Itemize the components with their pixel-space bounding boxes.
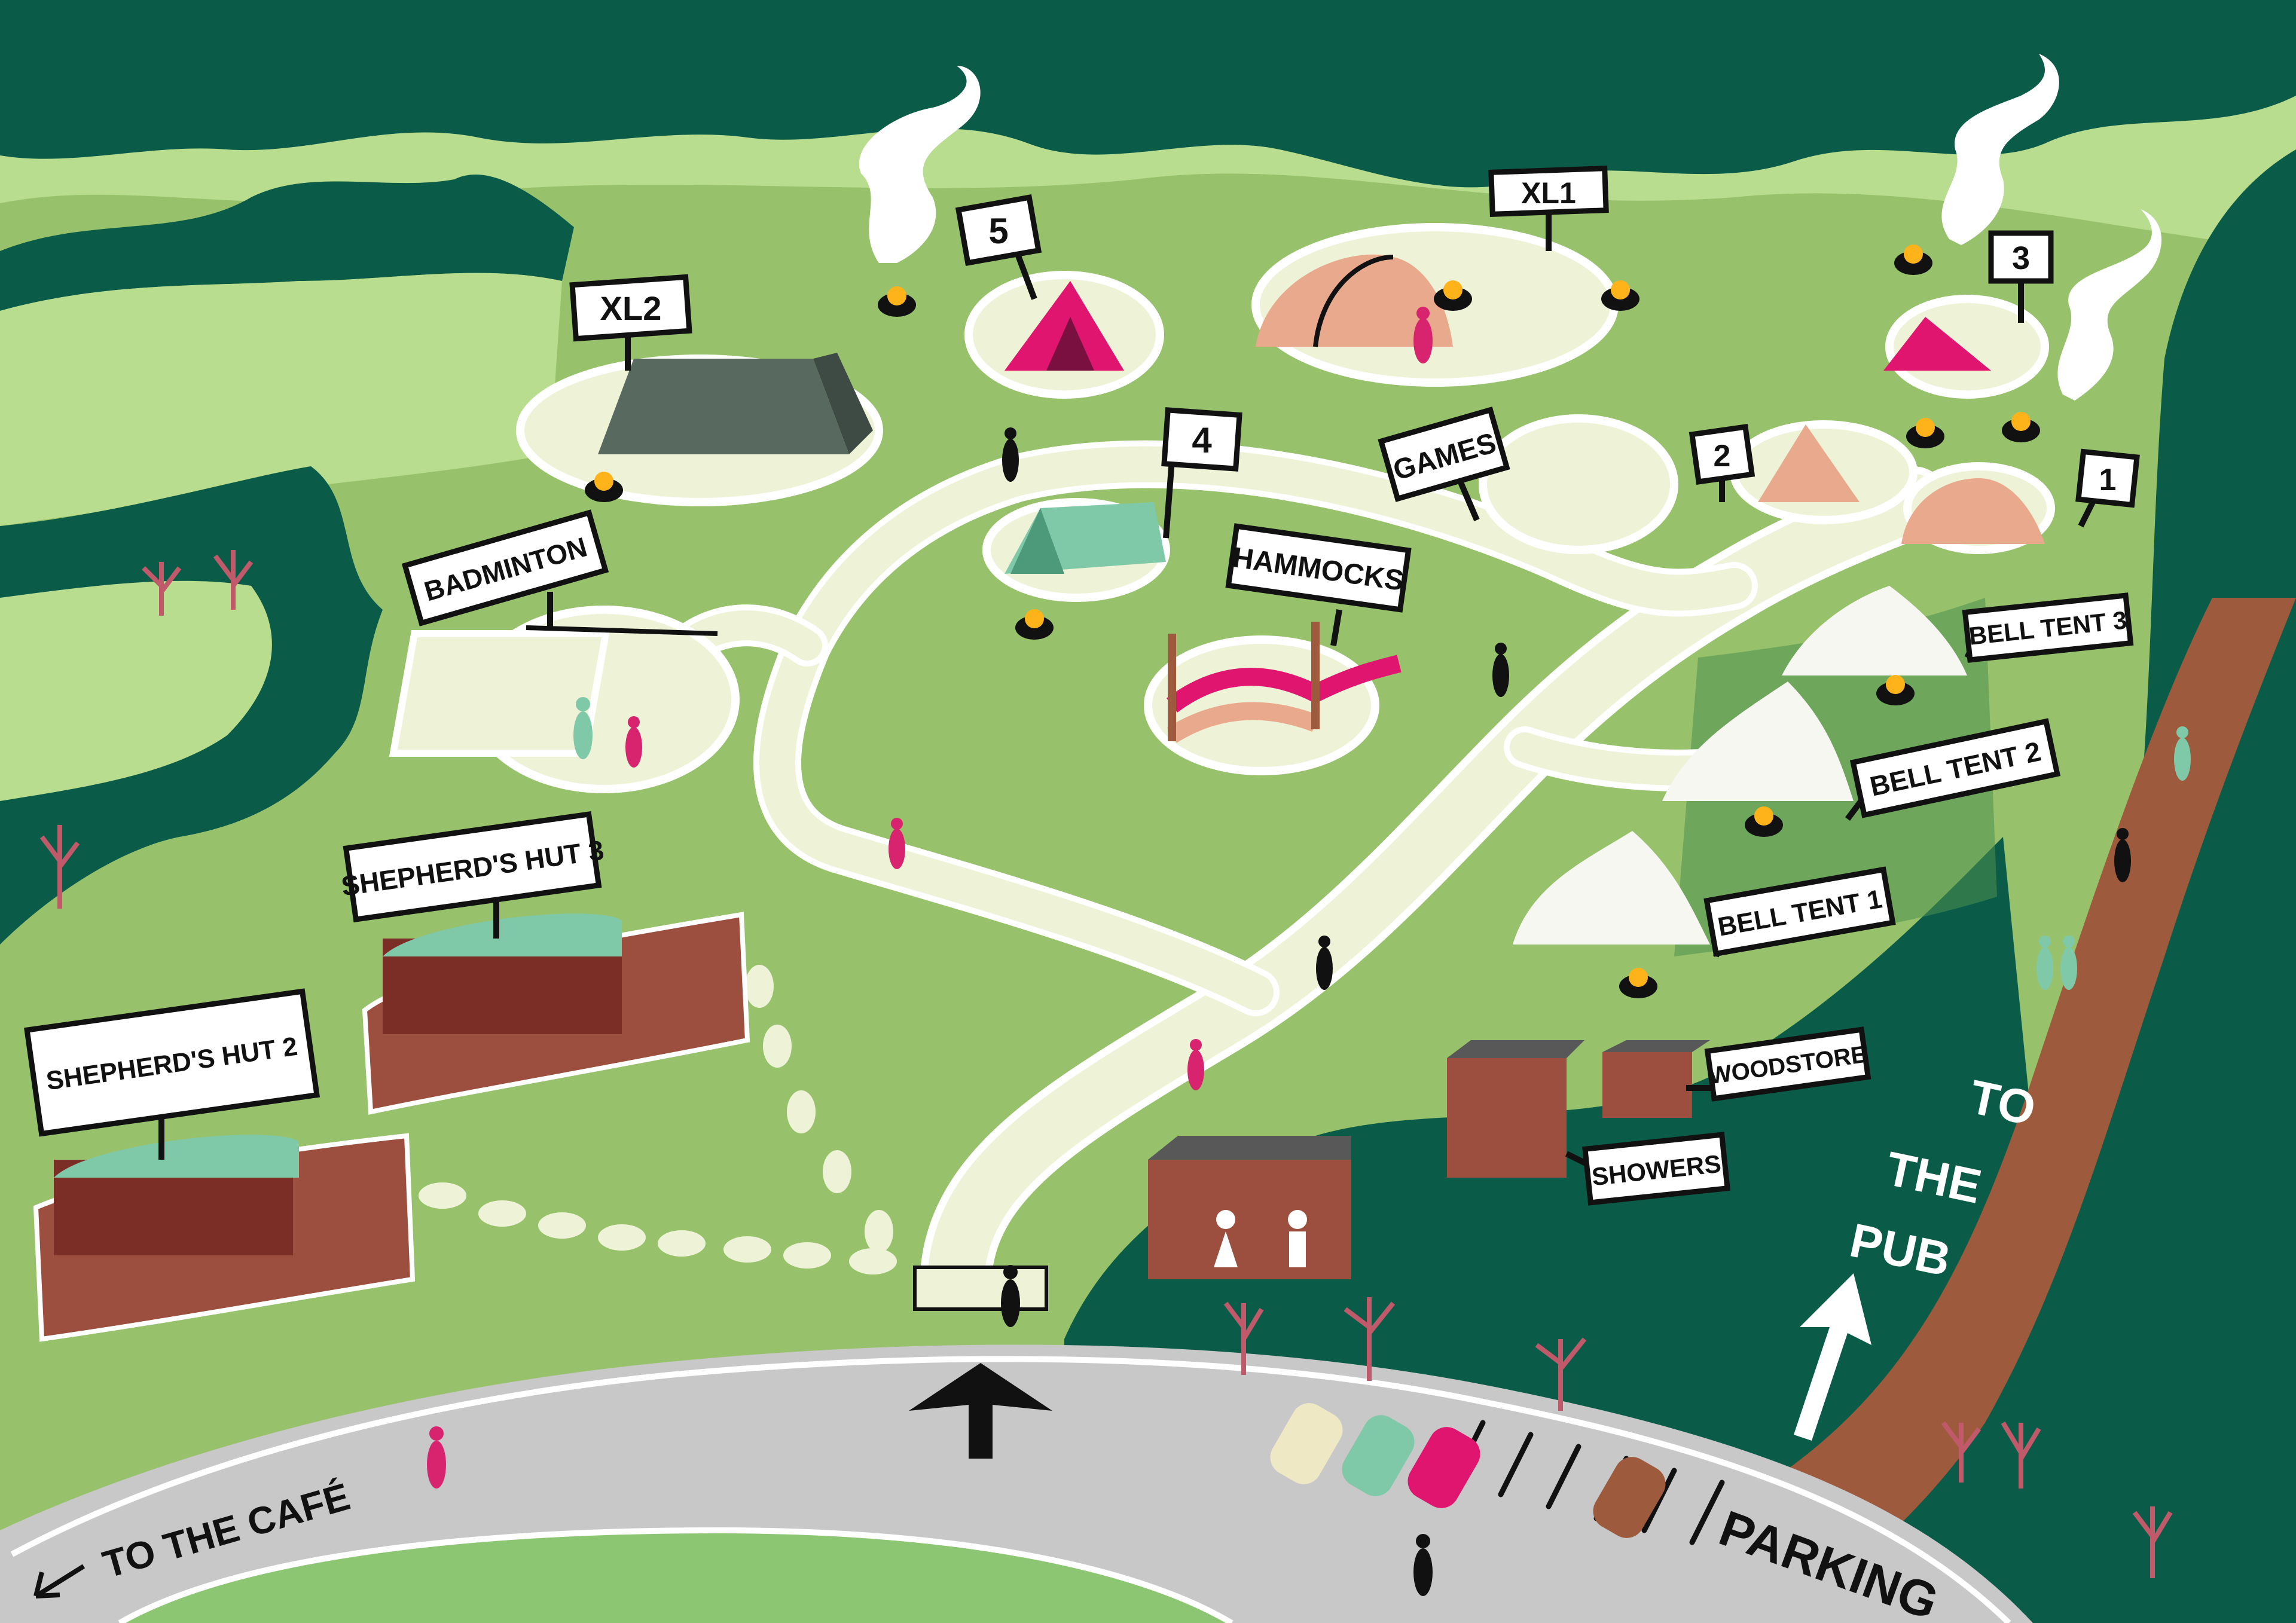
sign-bell-tent-2: BELL TENT 2	[1845, 718, 2061, 821]
woodstore	[1602, 1040, 1710, 1118]
sign-woodstore: WOODSTORE	[1686, 1026, 1871, 1102]
entrance-gate	[913, 1266, 1048, 1311]
camp-paths	[667, 440, 1949, 1303]
sign-shepherds-hut-2: SHEPHERD'S HUT 2	[24, 988, 320, 1160]
cafe-arrow-icon	[33, 1564, 86, 1598]
tent-1	[1901, 478, 2045, 544]
tent-5	[1004, 281, 1124, 371]
sign-xl1-label: XL1	[1521, 176, 1576, 210]
sign-xl2: XL2	[569, 274, 692, 371]
fire-pit-icon	[585, 244, 2040, 998]
sign-2: 2	[1689, 424, 1755, 502]
hammocks-frame	[1167, 622, 1402, 743]
sign-5-label: 5	[988, 211, 1008, 251]
sign-2-label: 2	[1714, 439, 1731, 473]
toilet-figures-icon	[1214, 1210, 1307, 1267]
forest-right	[1854, 149, 2296, 1623]
green-island-edge	[118, 1527, 1234, 1623]
bare-trees	[39, 550, 2173, 1578]
light-field-left-lower	[0, 580, 272, 801]
sign-1-label: 1	[2099, 463, 2117, 497]
sign-4-label: 4	[1192, 420, 1212, 460]
sign-hammocks: HAMMOCKS	[1225, 523, 1412, 646]
tent-3	[1883, 317, 1991, 371]
badminton-court	[389, 630, 610, 757]
sign-xl1: XL1	[1488, 166, 1609, 251]
tent-2	[1758, 424, 1860, 502]
bell-tent-3	[1782, 586, 1967, 676]
smoke-plumes	[859, 54, 2161, 401]
sign-5: 5	[955, 194, 1042, 300]
parked-cars	[1270, 1403, 1666, 1538]
sign-showers: SHOWERS	[1565, 1132, 1731, 1206]
pub-arrow-icon	[1794, 1273, 1871, 1441]
people	[427, 307, 2191, 1596]
shepherds-hut-2	[33, 1133, 416, 1342]
tent-xl1	[1256, 254, 1453, 347]
sign-shepherds-hut-3: SHEPHERD'S HUT 3	[339, 811, 606, 939]
light-field-left	[0, 273, 562, 526]
tent-4	[1004, 502, 1166, 574]
sign-xl2-label: XL2	[600, 289, 662, 327]
sign-3-label: 3	[2012, 240, 2030, 276]
shepherds-hut-3	[362, 912, 750, 1115]
treeline-top	[0, 0, 2296, 188]
treeline-band	[0, 174, 574, 311]
road-edge-line	[10, 1356, 2011, 1623]
green-island	[120, 1530, 1232, 1623]
toilet-block	[1148, 1136, 1351, 1279]
bell-tent-2	[1662, 681, 1854, 801]
badminton-net	[526, 625, 718, 636]
tent-xl2	[598, 353, 873, 454]
sign-bell-tent-3: BELL TENT 3	[1962, 592, 2134, 663]
shower-block	[1447, 1040, 1584, 1178]
sign-4: 4	[1161, 407, 1242, 539]
sign-3: 3	[1988, 230, 2054, 323]
entrance-arrow-icon	[909, 1363, 1052, 1459]
sign-1: 1	[2075, 448, 2140, 528]
sign-games: GAMES	[1378, 406, 1510, 521]
bell-tent-1	[1513, 831, 1710, 945]
stepping-stones	[419, 965, 897, 1274]
